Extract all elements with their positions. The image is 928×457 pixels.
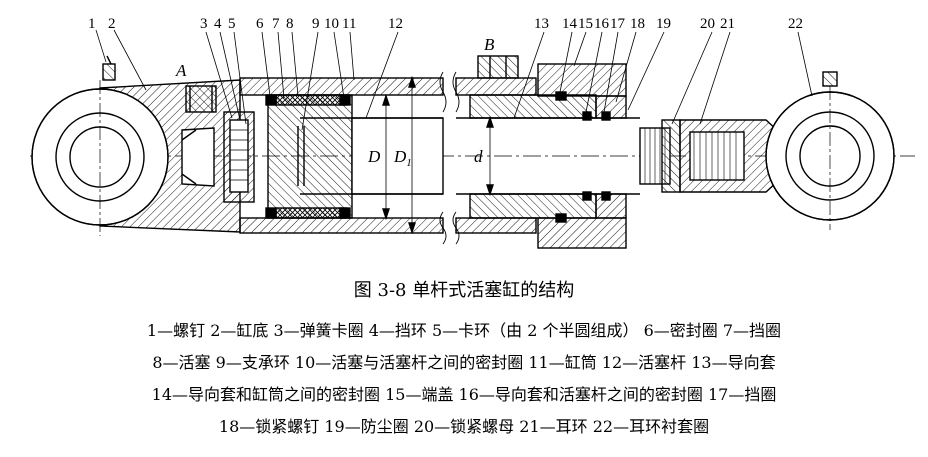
part-label-7: 7 xyxy=(272,16,280,32)
part-label-2: 2 xyxy=(108,16,116,32)
part-label-13: 13 xyxy=(534,16,549,32)
cylinder-section-drawing: 1 2 3 4 5 6 7 8 9 10 11 12 13 14 15 16 1… xyxy=(30,16,915,249)
eye-bushing-22 xyxy=(765,71,895,230)
screw-1 xyxy=(102,63,116,81)
part-label-11: 11 xyxy=(342,16,356,32)
view-label-a: A xyxy=(175,61,187,80)
dim-label-D: D xyxy=(367,147,381,166)
part-label-14: 14 xyxy=(562,16,578,32)
part-label-8: 8 xyxy=(286,16,294,32)
legend-line-1: 1—螺钉 2—缸底 3—弹簧卡圈 4—挡环 5—卡环（由 2 个半圆组成） 6—… xyxy=(146,321,782,340)
dim-label-d: d xyxy=(474,147,483,166)
cylinder-bottom-2 xyxy=(31,55,241,236)
dim-label-D1: D1 xyxy=(393,147,412,169)
lock-nut-20 xyxy=(661,119,681,193)
guide-sleeve-13 xyxy=(469,94,597,219)
dim-label-D1-sub: 1 xyxy=(406,157,412,169)
figure-title: 图 3-8 单杆式活塞缸的结构 xyxy=(353,280,575,301)
end-cover-15 xyxy=(537,63,627,249)
part-label-18: 18 xyxy=(630,16,645,32)
part-label-15: 15 xyxy=(578,16,593,32)
part-label-20: 20 xyxy=(700,16,715,32)
part-label-19: 19 xyxy=(656,16,671,32)
part-label-5: 5 xyxy=(228,16,236,32)
view-label-b: B xyxy=(484,35,495,54)
dim-label-D1-main: D xyxy=(393,147,407,166)
legend-line-3: 14—导向套和缸筒之间的密封圈 15—端盖 16—导向套和活塞杆之间的密封圈 1… xyxy=(151,385,777,404)
part-label-3: 3 xyxy=(200,16,208,32)
legend-line-2: 8—活塞 9—支承环 10—活塞与活塞杆之间的密封圈 11—缸筒 12—活塞杆 … xyxy=(152,353,776,372)
part-label-9: 9 xyxy=(312,16,320,32)
part-label-21: 21 xyxy=(720,16,735,32)
part-label-17: 17 xyxy=(610,16,626,32)
part-label-6: 6 xyxy=(256,16,264,32)
part-label-22: 22 xyxy=(788,16,803,32)
part-label-10: 10 xyxy=(324,16,339,32)
legend-line-4: 18—锁紧螺钉 19—防尘圈 20—锁紧螺母 21—耳环 22—耳环衬套圈 xyxy=(218,417,710,436)
cylinder-barrel-11 xyxy=(239,55,537,245)
part-label-16: 16 xyxy=(594,16,610,32)
port-b xyxy=(477,55,519,79)
piston-8 xyxy=(265,94,353,219)
piston-rod-12 xyxy=(297,117,640,195)
part-label-12: 12 xyxy=(388,16,403,32)
part-label-1: 1 xyxy=(88,16,96,32)
port-a xyxy=(185,85,217,113)
part-label-4: 4 xyxy=(214,16,222,32)
